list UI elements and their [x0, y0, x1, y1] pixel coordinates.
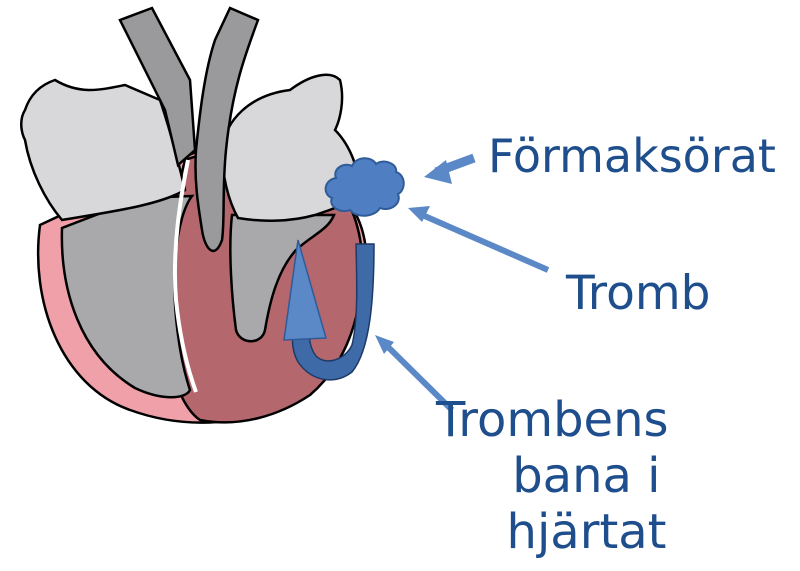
label-thrombus-path-line-1: Trombens — [436, 392, 669, 448]
label-thrombus: Tromb — [566, 270, 710, 317]
label-atrial-appendage: Förmaksörat — [488, 133, 776, 179]
pointer-arrow-thrombus — [408, 206, 548, 270]
pointer-arrow-atrial — [424, 158, 474, 184]
label-thrombus-path-line-2: bana i — [436, 448, 669, 504]
label-thrombus-path: Trombens bana i hjärtat — [436, 392, 669, 560]
label-thrombus-path-line-3: hjärtat — [436, 504, 669, 560]
